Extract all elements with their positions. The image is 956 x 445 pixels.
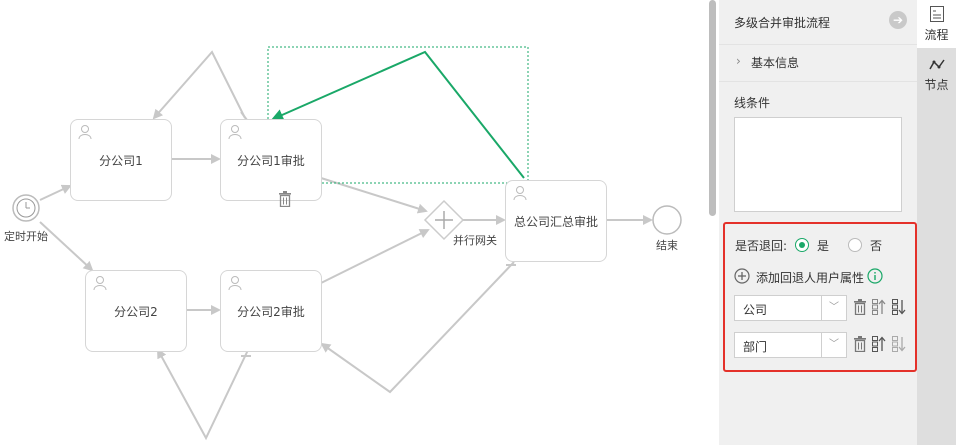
start-event-label: 定时开始: [4, 230, 48, 243]
user-icon: [513, 186, 527, 201]
attr-select-value: 部门: [743, 340, 768, 354]
end-event-label: 结束: [656, 239, 678, 252]
chevron-right-icon: ›: [736, 54, 741, 68]
edge-b2a-gw: [320, 229, 430, 284]
rollback-label: 是否退回:: [735, 239, 788, 253]
arrow-right-icon[interactable]: ➔: [889, 11, 907, 29]
diagram-canvas[interactable]: 分公司1 分公司1审批 分公司2 分公司2审批 总公司汇总审批 定时开始 并行网…: [0, 0, 705, 445]
rollback-yes-radio[interactable]: [795, 238, 809, 252]
node-label: 分公司1: [99, 153, 143, 168]
selection-box: [267, 46, 529, 184]
node-label: 分公司1审批: [237, 153, 305, 168]
info-icon[interactable]: [867, 268, 883, 284]
condition-textarea[interactable]: [734, 117, 902, 212]
node-branch1[interactable]: 分公司1: [70, 119, 172, 201]
edge-hq-b2a: [320, 261, 515, 394]
node-branch2[interactable]: 分公司2: [85, 270, 187, 352]
node-branch2-approval[interactable]: 分公司2审批: [220, 270, 322, 352]
user-icon: [78, 125, 92, 140]
panel-header: 多级合并审批流程 ➔: [719, 0, 917, 44]
node-hq-approval[interactable]: 总公司汇总审批: [505, 180, 607, 262]
move-down-icon[interactable]: [892, 299, 906, 315]
basic-info-label: 基本信息: [751, 56, 800, 70]
condition-label: 线条件: [734, 96, 771, 110]
node-label: 分公司2审批: [237, 304, 305, 319]
move-up-icon[interactable]: [872, 336, 886, 352]
gateway-label: 并行网关: [453, 234, 497, 247]
chevron-down-icon: ﹀: [821, 333, 846, 357]
panel-title: 多级合并审批流程: [734, 16, 831, 30]
attr-select-department[interactable]: 部门 ﹀: [734, 332, 847, 358]
move-up-icon[interactable]: [872, 299, 886, 315]
user-icon: [228, 276, 242, 291]
edge-start-b2: [39, 221, 94, 272]
user-icon: [228, 125, 242, 140]
trash-icon[interactable]: [853, 336, 867, 352]
add-attr-button[interactable]: 添加回退人用户属性: [756, 271, 865, 285]
tab-flow-label: 流程: [924, 28, 949, 42]
scrollbar-thumb[interactable]: [709, 0, 716, 216]
rollback-no-radio[interactable]: [848, 238, 862, 252]
tab-node[interactable]: 节点: [917, 50, 956, 98]
edge-b1a-loop: [152, 50, 246, 120]
user-icon: [93, 276, 107, 291]
diagram-edges: [12, 46, 682, 441]
tab-flow[interactable]: 流程: [917, 0, 956, 48]
tab-node-label: 节点: [924, 78, 949, 92]
edge-b2a-loop: [157, 348, 249, 441]
add-circle-icon[interactable]: [734, 268, 750, 284]
rollback-highlight-box: [723, 222, 917, 372]
selected-edge: [271, 50, 525, 179]
rollback-yes-label[interactable]: 是: [817, 239, 830, 253]
node-label: 分公司2: [114, 304, 158, 319]
trash-icon[interactable]: [853, 299, 867, 315]
node-graph-icon: [929, 59, 945, 70]
rollback-no-label[interactable]: 否: [870, 239, 883, 253]
basic-info-section[interactable]: › 基本信息: [719, 44, 917, 82]
edge-start-b1: [39, 184, 72, 201]
attr-select-value: 公司: [743, 303, 768, 317]
node-branch1-approval[interactable]: 分公司1审批: [220, 119, 322, 201]
move-down-icon[interactable]: [892, 336, 906, 352]
trash-icon[interactable]: [278, 191, 292, 207]
document-icon: [930, 6, 944, 22]
node-label: 总公司汇总审批: [513, 214, 598, 229]
attr-select-company[interactable]: 公司 ﹀: [734, 295, 847, 321]
chevron-down-icon: ﹀: [821, 296, 846, 320]
right-tab-bar: 流程 节点: [917, 0, 956, 445]
